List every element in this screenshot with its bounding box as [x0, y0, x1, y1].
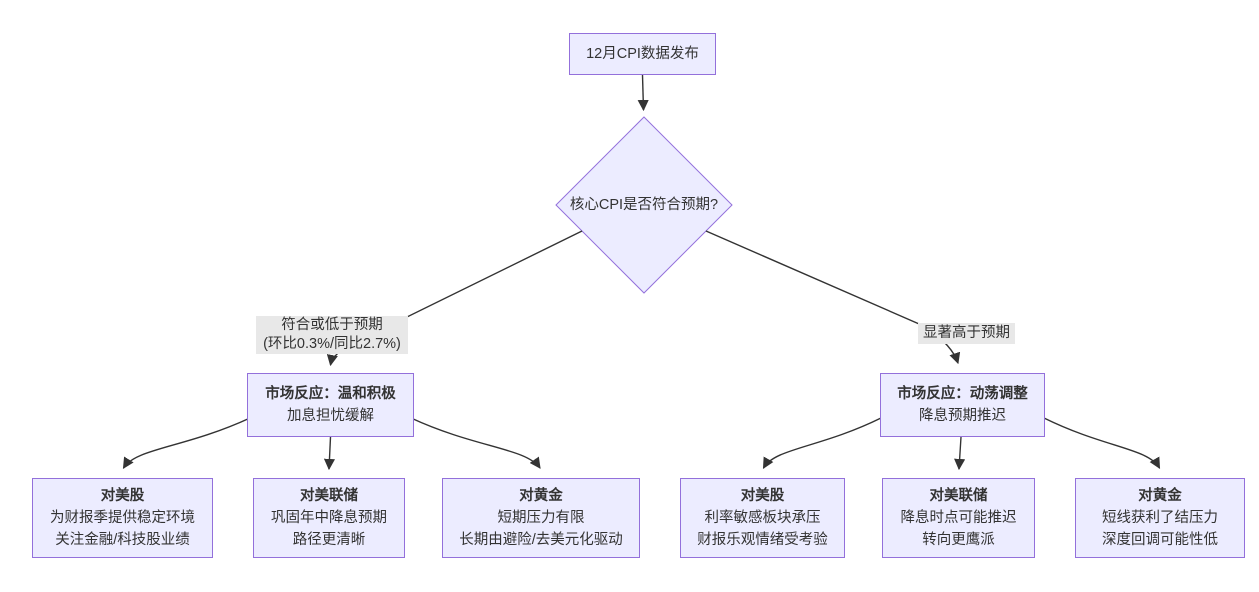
- node-market-mild-subtitle: 加息担忧缓解: [287, 408, 374, 424]
- node-mild-fed: 对美联储 巩固年中降息预期 路径更清晰: [253, 478, 405, 558]
- node-turbulent-us-stocks-line2: 财报乐观情绪受考验: [697, 532, 828, 548]
- node-market-turbulent-title: 市场反应：动荡调整: [897, 386, 1028, 402]
- node-turbulent-gold-title: 对黄金: [1138, 488, 1182, 504]
- node-mild-us-stocks-line2: 关注金融/科技股业绩: [55, 532, 190, 548]
- node-decision-label: 核心CPI是否符合预期?: [569, 197, 719, 213]
- node-turbulent-gold-line1: 短线获利了结压力: [1102, 510, 1218, 526]
- node-market-turbulent-subtitle: 降息预期推迟: [919, 408, 1006, 424]
- node-turbulent-fed: 对美联储 降息时点可能推迟 转向更鹰派: [882, 478, 1035, 558]
- edge-turbulent-to-stocks: [762, 417, 882, 469]
- node-turbulent-us-stocks-title: 对美股: [740, 488, 785, 504]
- edge-mild-to-fed: [323, 436, 336, 471]
- edge-turbulent-to-gold: [1043, 417, 1161, 469]
- node-mild-us-stocks: 对美股 为财报季提供稳定环境 关注金融/科技股业绩: [32, 478, 213, 558]
- edge-turbulent-to-fed: [954, 436, 966, 471]
- node-mild-gold-line2: 长期由避险/去美元化驱动: [459, 532, 623, 548]
- node-mild-gold-line1: 短期压力有限: [497, 510, 585, 526]
- node-turbulent-fed-line1: 降息时点可能推迟: [900, 510, 1017, 526]
- node-turbulent-us-stocks: 对美股 利率敏感板块承压 财报乐观情绪受考验: [680, 478, 845, 558]
- node-turbulent-gold-line2: 深度回调可能性低: [1102, 532, 1218, 548]
- node-mild-fed-title: 对美联储: [300, 488, 358, 504]
- node-mild-gold-title: 对黄金: [519, 488, 563, 504]
- edge-label-meet-line2: (环比0.3%/同比2.7%): [263, 335, 401, 352]
- node-cpi-release-label: 12月CPI数据发布: [586, 46, 699, 62]
- node-mild-fed-line1: 巩固年中降息预期: [271, 510, 387, 526]
- edge-label-meet-or-below: 符合或低于预期 (环比0.3%/同比2.7%): [256, 316, 408, 354]
- node-cpi-release: 12月CPI数据发布: [569, 33, 716, 75]
- edge-mild-to-gold: [410, 417, 541, 469]
- decision-diamond-shape: [555, 116, 733, 294]
- node-mild-us-stocks-title: 对美股: [100, 488, 145, 504]
- node-turbulent-us-stocks-line1: 利率敏感板块承压: [704, 510, 821, 526]
- node-market-turbulent: 市场反应：动荡调整 降息预期推迟: [880, 373, 1045, 437]
- node-mild-fed-line2: 路径更清晰: [292, 532, 366, 548]
- node-turbulent-fed-line2: 转向更鹰派: [922, 532, 995, 548]
- edge-label-well-above: 显著高于预期: [918, 323, 1015, 344]
- node-turbulent-gold: 对黄金 短线获利了结压力 深度回调可能性低: [1075, 478, 1245, 558]
- node-market-mild: 市场反应：温和积极 加息担忧缓解: [247, 373, 414, 437]
- node-mild-gold: 对黄金 短期压力有限 长期由避险/去美元化驱动: [442, 478, 640, 558]
- node-mild-us-stocks-line1: 为财报季提供稳定环境: [50, 510, 195, 526]
- node-turbulent-fed-title: 对美联储: [929, 488, 988, 504]
- edge-start-to-decision: [637, 74, 649, 112]
- edge-mild-to-stocks: [122, 417, 251, 469]
- edge-label-meet-line1: 符合或低于预期: [281, 317, 383, 333]
- node-market-mild-title: 市场反应：温和积极: [265, 386, 396, 402]
